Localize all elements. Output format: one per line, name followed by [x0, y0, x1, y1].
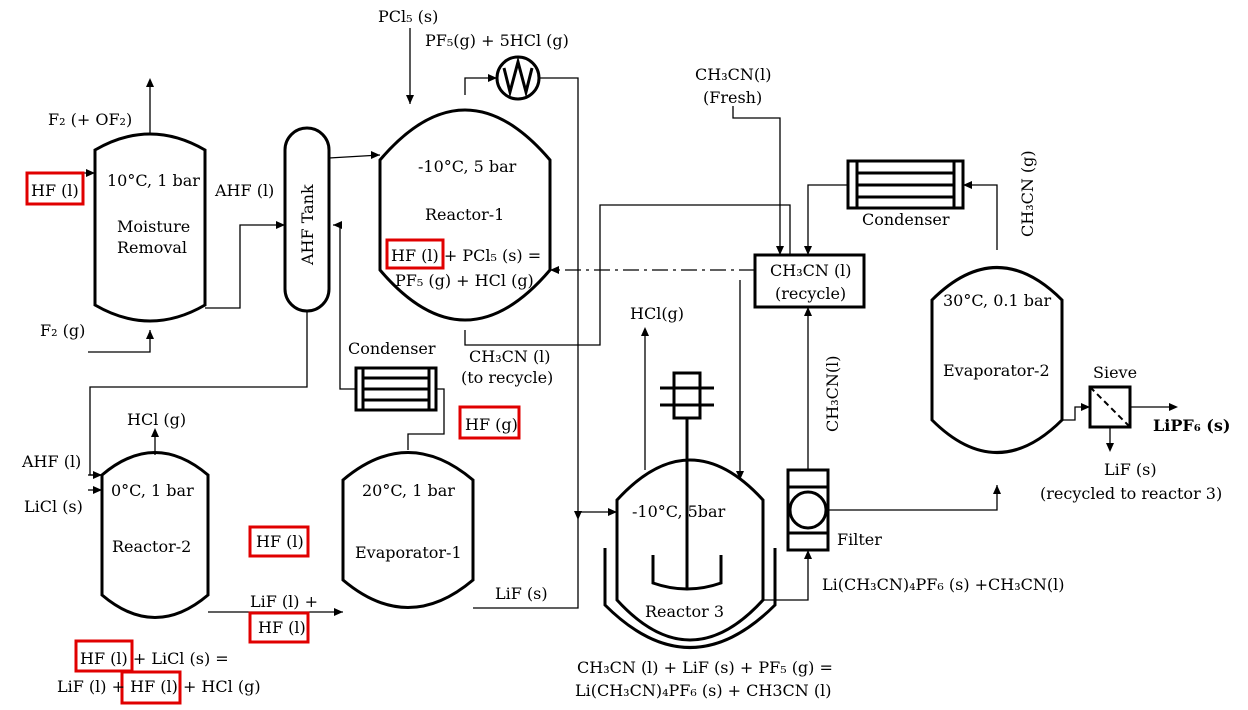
moisture-condition: 10°C, 1 bar: [107, 171, 200, 190]
ch3cn-g-vertical: CH₃CN (g): [1018, 150, 1037, 237]
condenser-1-label: Condenser: [348, 339, 436, 358]
evaporator2-condition: 30°C, 0.1 bar: [943, 291, 1052, 310]
moisture-name-2: Removal: [117, 238, 187, 257]
ch3cn-fresh-1: CH₃CN(l): [695, 65, 771, 84]
ch3cn-l-vertical: CH₃CN(l): [823, 356, 842, 432]
reactor3-eq-1: CH₃CN (l) + LiF (s) + PF₅ (g) =: [577, 658, 833, 677]
evaporator2-name: Evaporator-2: [943, 361, 1050, 380]
ahf-tank-label: AHF Tank: [298, 184, 317, 266]
hf-in-label: HF (l): [31, 181, 79, 200]
recycle-tank: [753, 253, 866, 309]
condenser-2: [846, 159, 965, 210]
hcl-reactor3-label: HCl(g): [630, 304, 684, 323]
sieve-unit: [1088, 385, 1132, 429]
pipes: [38, 28, 1170, 613]
agitator-motor: [651, 371, 723, 591]
evaporator-1-vessel: [341, 451, 475, 609]
lif-hf-line-1: LiF (l) +: [250, 592, 318, 611]
ahf-1-label: AHF (l): [214, 181, 274, 200]
lif-hf-line-2: HF (l): [258, 618, 306, 637]
lif-recycle-1: LiF (s): [1104, 460, 1157, 479]
evaporator1-name: Evaporator-1: [355, 543, 462, 562]
reactor2-eq-1: HF (l) + LiCl (s) =: [80, 649, 229, 668]
ch3cn-fresh-2: (Fresh): [703, 88, 762, 107]
reactor-2-vessel: [100, 451, 210, 619]
recycle-name-1: CH₃CN (l): [770, 261, 852, 280]
reactor1-name: Reactor-1: [425, 205, 504, 224]
f2-of2-label: F₂ (+ OF₂): [48, 110, 132, 129]
hcl-reactor2-label: HCl (g): [127, 410, 186, 429]
lif-s-label: LiF (s): [495, 584, 548, 603]
reactor3-name: Reactor 3: [645, 602, 724, 621]
filter-out-label: Li(CH₃CN)₄PF₆ (s) +CH₃CN(l): [822, 575, 1065, 594]
lif-recycle-2: (recycled to reactor 3): [1040, 484, 1222, 503]
reactor1-condition: -10°C, 5 bar: [418, 157, 517, 176]
highlight-boxes: [25, 171, 521, 705]
lipf6-product-label: LiPF₆ (s): [1153, 416, 1230, 435]
heat-exchanger-icon: [495, 55, 541, 101]
reactor3-condition: -10°C, 5bar: [632, 502, 726, 521]
ch3cn-to-recycle-1: CH₃CN (l): [469, 347, 551, 366]
condenser-1: [354, 366, 438, 412]
sieve-label: Sieve: [1093, 363, 1137, 382]
reactor1-eq-2: PF₅ (g) + HCl (g): [395, 271, 534, 290]
f2-in-label: F₂ (g): [40, 321, 85, 340]
moisture-removal-vessel: [93, 132, 207, 323]
moisture-name-1: Moisture: [117, 217, 190, 236]
ch3cn-to-recycle-2: (to recycle): [461, 368, 553, 387]
ahf-2-label: AHF (l): [21, 452, 81, 471]
reactor2-condition: 0°C, 1 bar: [111, 481, 194, 500]
filter-label: Filter: [837, 530, 882, 549]
recycle-name-2: (recycle): [775, 284, 846, 303]
hf-gas-label: HF (g): [465, 415, 518, 434]
arrowheads: [86, 74, 1178, 616]
evaporator1-condition: 20°C, 1 bar: [362, 481, 455, 500]
hf-mid-label: HF (l): [256, 532, 304, 551]
pcl5-label: PCl₅ (s): [378, 7, 438, 26]
filter-unit: [786, 468, 830, 552]
reactor2-name: Reactor-2: [112, 537, 191, 556]
reactor1-eq-1: HF (l) + PCl₅ (s) =: [391, 246, 541, 265]
reactor3-eq-2: Li(CH₃CN)₄PF₆ (s) + CH3CN (l): [575, 681, 831, 700]
reactor2-eq-2: LiF (l) + HF (l) + HCl (g): [57, 677, 261, 696]
licl-label: LiCl (s): [24, 497, 83, 516]
condenser-2-label: Condenser: [862, 210, 950, 229]
pf5-hcl-label: PF₅(g) + 5HCl (g): [425, 31, 569, 50]
